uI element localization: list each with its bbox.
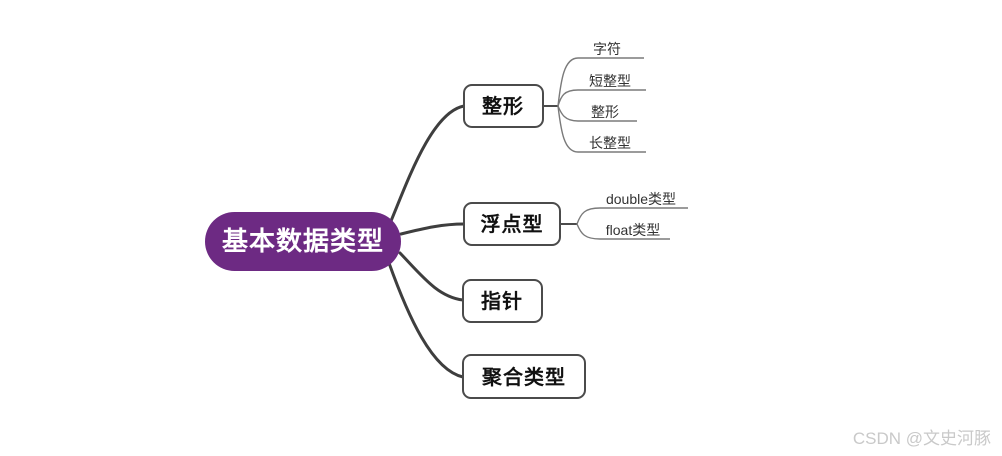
- child-connector-float: [576, 223, 670, 240]
- branch-node-integer[interactable]: 整形: [463, 84, 544, 128]
- branch-curve-integer: [389, 104, 466, 223]
- node-box[interactable]: [462, 279, 543, 323]
- branch-curve-aggregate: [387, 261, 465, 379]
- branch-label: 浮点型: [481, 212, 544, 236]
- root-node[interactable]: 基本数据类型: [205, 212, 401, 271]
- node-box[interactable]: [462, 354, 586, 399]
- child-node-double[interactable]: double类型: [606, 191, 676, 207]
- branch-label: 指针: [481, 289, 523, 313]
- fan-stubs: [543, 105, 577, 225]
- child-node-short[interactable]: 短整型: [589, 73, 631, 89]
- branch-label: 聚合类型: [481, 365, 566, 389]
- branch-curve-pointer: [398, 251, 465, 302]
- branch-node-float[interactable]: 浮点型: [463, 202, 561, 246]
- node-box[interactable]: [463, 202, 561, 246]
- branch-node-pointer[interactable]: 指针: [462, 279, 543, 323]
- child-labels-integer: 字符 短整型 整形 长整型: [589, 41, 631, 151]
- child-node-int[interactable]: 整形: [591, 104, 619, 120]
- child-node-long[interactable]: 长整型: [589, 135, 631, 151]
- root-label: 基本数据类型: [222, 226, 384, 256]
- child-node-float[interactable]: float类型: [606, 222, 660, 238]
- root-pill[interactable]: [205, 212, 401, 271]
- child-connectors-integer: [557, 57, 646, 153]
- node-box[interactable]: [463, 84, 544, 128]
- child-connector-long: [557, 105, 646, 153]
- child-connector-short: [557, 89, 646, 107]
- child-connectors-float: [576, 207, 688, 240]
- child-connector-double: [576, 207, 688, 225]
- branch-node-aggregate[interactable]: 聚合类型: [462, 354, 586, 399]
- child-connector-char: [557, 57, 644, 107]
- branch-curves: [387, 104, 466, 379]
- branch-label: 整形: [481, 94, 524, 118]
- child-labels-float: double类型 float类型: [606, 191, 676, 238]
- branch-curve-float: [399, 222, 466, 236]
- watermark-text: CSDN @文史河豚: [853, 429, 991, 448]
- child-node-char[interactable]: 字符: [593, 41, 621, 57]
